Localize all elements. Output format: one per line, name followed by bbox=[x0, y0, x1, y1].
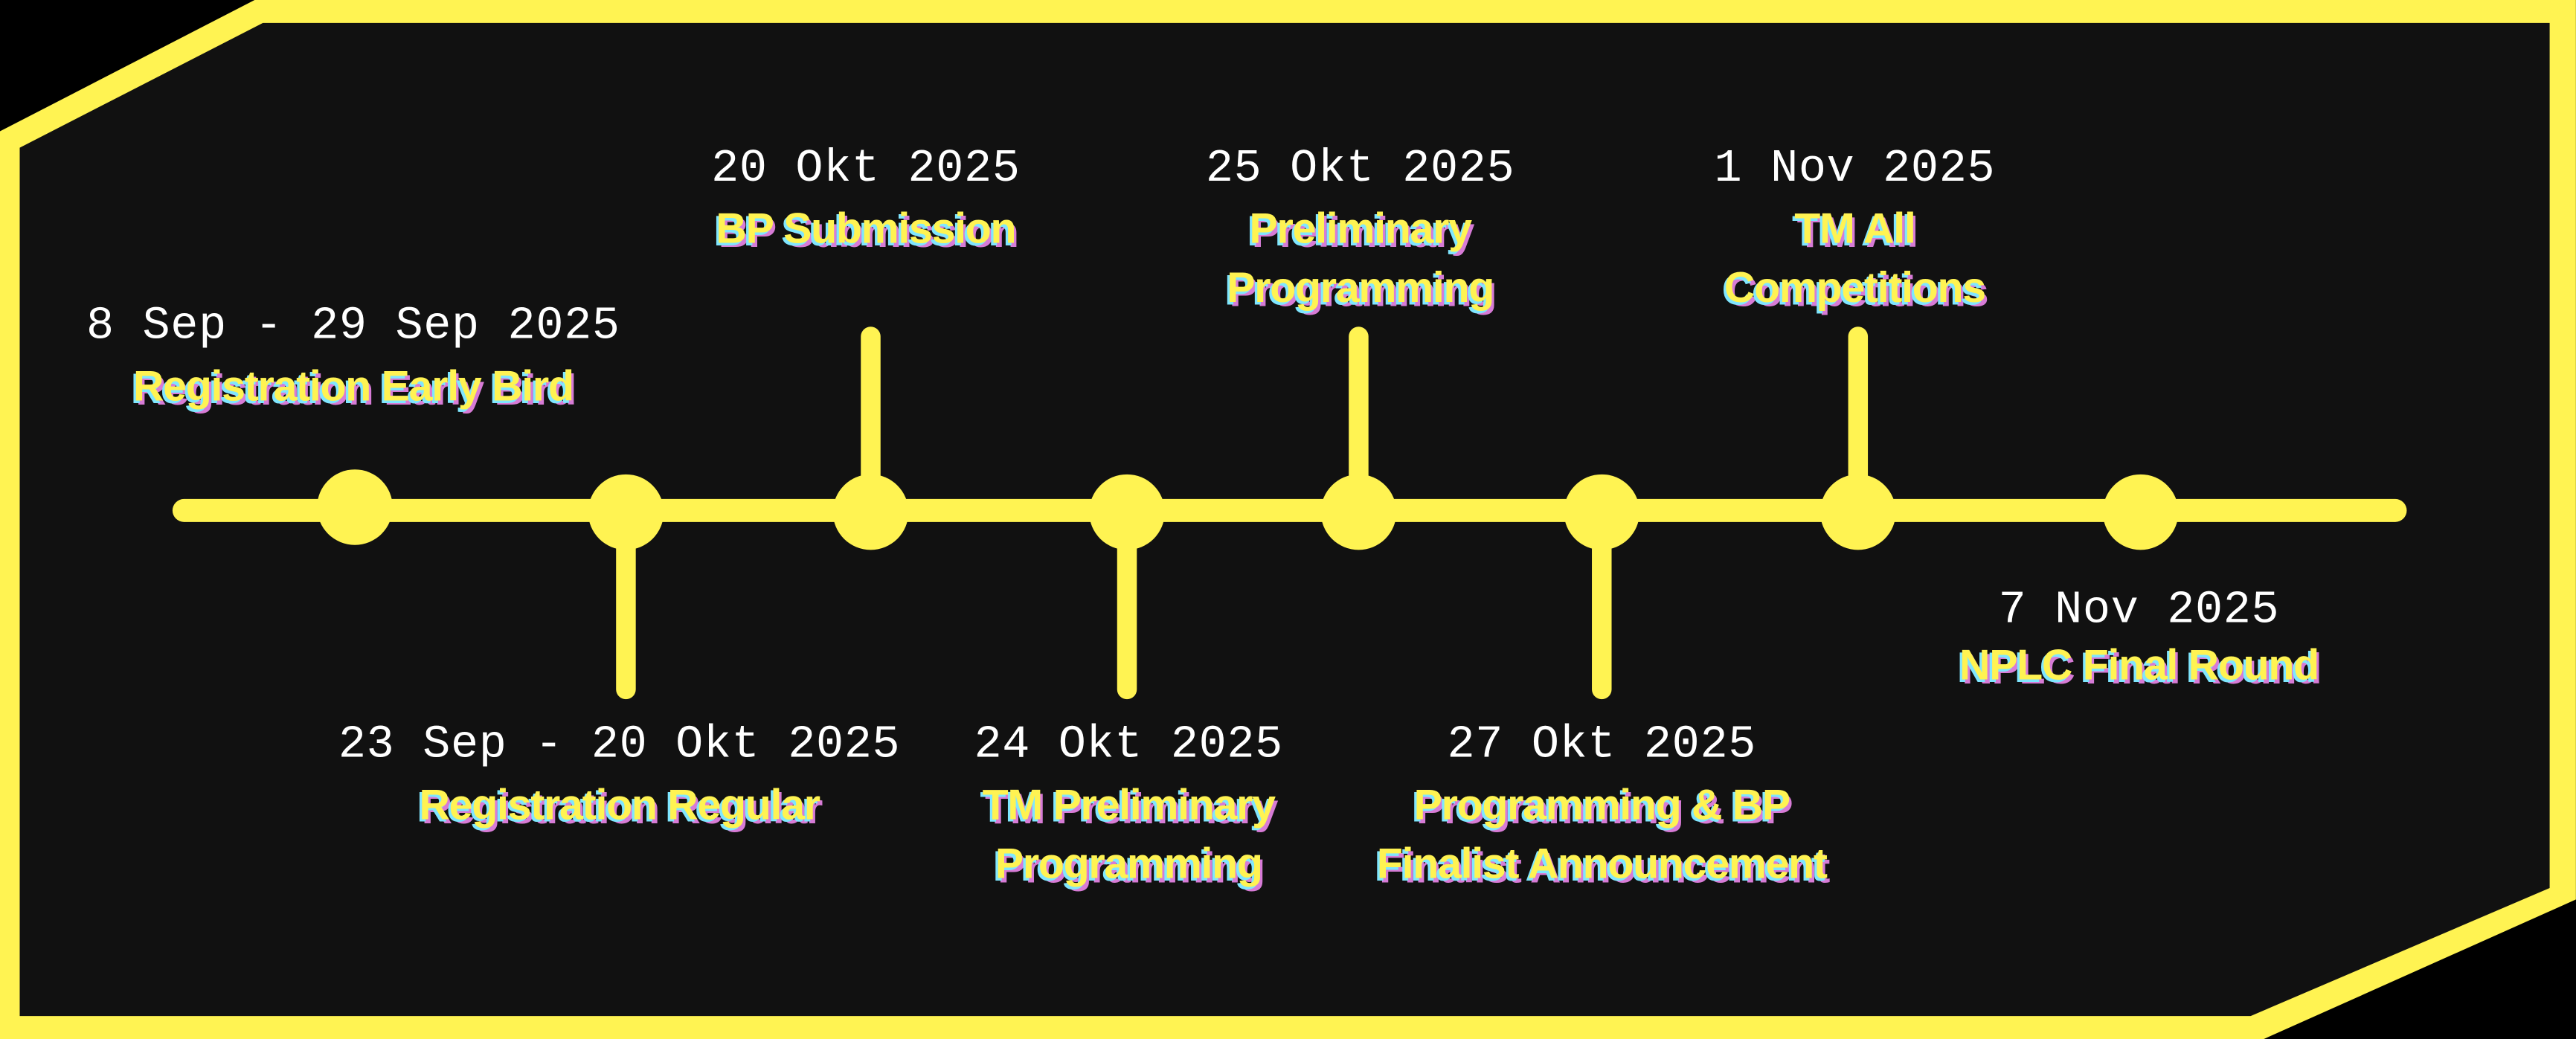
event-registration-early-bird: 8 Sep - 29 Sep 2025 Registration Early B… bbox=[0, 300, 780, 415]
event-bp-submission: 20 Okt 2025 BP Submission bbox=[439, 143, 1293, 257]
title-line: BP Submission bbox=[716, 203, 1016, 253]
event-date: 1 Nov 2025 bbox=[1714, 144, 1996, 196]
event-title: Programming & BP Finalist Announcement bbox=[1175, 775, 2029, 893]
event-date: 7 Nov 2025 bbox=[1998, 585, 2280, 637]
milestone-dot bbox=[1564, 474, 1640, 550]
event-nplc-final-round: 7 Nov 2025 NPLC Final Round bbox=[1712, 585, 2566, 689]
event-preliminary-programming: 25 Okt 2025 Preliminary Programming bbox=[933, 143, 1787, 317]
event-date: 8 Sep - 29 Sep 2025 bbox=[86, 302, 620, 353]
event-title: TM All Competitions bbox=[1427, 199, 2281, 317]
event-title: Preliminary Programming bbox=[933, 199, 1787, 317]
event-date: 25 Okt 2025 bbox=[1205, 144, 1515, 196]
milestone-dot bbox=[832, 474, 909, 550]
event-date: 23 Sep - 20 Okt 2025 bbox=[338, 720, 901, 772]
title-line: Competitions bbox=[1724, 263, 1986, 312]
event-tm-all-competitions: 1 Nov 2025 TM All Competitions bbox=[1427, 143, 2281, 317]
milestone-dot bbox=[317, 469, 393, 545]
event-finalist-announcement: 27 Okt 2025 Programming & BP Finalist An… bbox=[1175, 719, 2029, 893]
title-line: Preliminary bbox=[1249, 203, 1473, 253]
milestone-dot bbox=[1320, 474, 1397, 550]
title-line: Registration Early Bird bbox=[132, 361, 574, 411]
title-line: Programming & BP bbox=[1413, 779, 1791, 829]
event-title: NPLC Final Round bbox=[1712, 640, 2566, 689]
milestone-dot bbox=[1820, 474, 1896, 550]
title-line: Registration Regular bbox=[419, 779, 820, 829]
event-registration-regular: 23 Sep - 20 Okt 2025 Registration Regula… bbox=[192, 719, 1046, 834]
event-tm-preliminary-programming: 24 Okt 2025 TM Preliminary Programming bbox=[701, 719, 1555, 893]
event-date: 20 Okt 2025 bbox=[711, 144, 1021, 196]
title-line: TM All bbox=[1794, 203, 1916, 253]
event-title: BP Submission bbox=[439, 199, 1293, 257]
event-title: Registration Early Bird bbox=[0, 356, 780, 415]
title-line: NPLC Final Round bbox=[1959, 640, 2319, 689]
title-line: Finalist Announcement bbox=[1376, 838, 1828, 888]
event-title: TM Preliminary Programming bbox=[701, 775, 1555, 893]
event-date: 27 Okt 2025 bbox=[1447, 720, 1757, 772]
event-date: 24 Okt 2025 bbox=[974, 720, 1283, 772]
milestone-dot bbox=[2102, 474, 2179, 550]
event-title: Registration Regular bbox=[192, 775, 1046, 834]
title-line: TM Preliminary bbox=[982, 779, 1276, 829]
milestone-dot bbox=[1089, 474, 1165, 550]
title-line: Programming bbox=[995, 838, 1263, 888]
milestone-dot bbox=[588, 474, 664, 550]
title-line: Programming bbox=[1227, 263, 1494, 312]
